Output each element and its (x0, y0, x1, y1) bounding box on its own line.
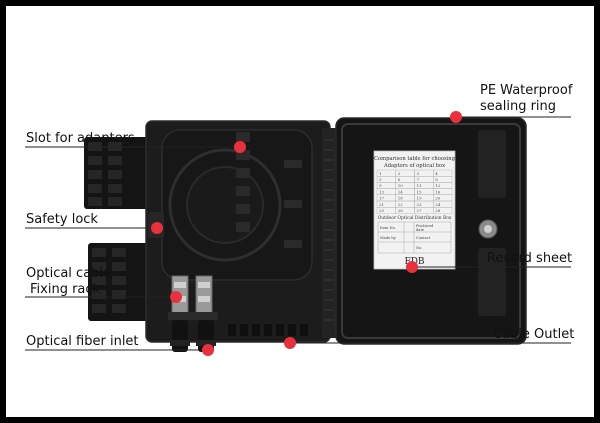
marker-fixing-rack (170, 291, 182, 303)
card-grid-number: 16 (435, 189, 441, 194)
card-grid-number: 19 (417, 196, 423, 201)
label-fixing-rack: Fixing rack (30, 282, 101, 297)
label-pe-waterproof: PE Waterproof (480, 83, 573, 98)
card-grid-number: 15 (417, 189, 423, 194)
card-grid-number: 13 (379, 189, 385, 194)
record-sheet-card: Comparison table for choosing Adaptors o… (373, 150, 456, 270)
callout-lines (25, 116, 571, 351)
label-cable-outlet: Cable Outlet (493, 327, 575, 342)
card-grid-cell (433, 207, 453, 214)
label-optical-cable: Optical cable (26, 266, 112, 281)
card-date: date (416, 228, 424, 232)
card-grid-number: 9 (379, 183, 382, 188)
card-item-no: Item No. (380, 226, 396, 230)
card-grid-number: 18 (398, 196, 404, 201)
card-grid-number: 24 (435, 202, 441, 207)
card-grid-number: 22 (398, 202, 404, 207)
card-grid-number: 11 (417, 183, 422, 188)
card-grid-number: 27 (417, 208, 423, 213)
card-grid-number: 21 (379, 202, 384, 207)
fiber-inlet-glands (170, 320, 216, 352)
callout-markers (151, 111, 462, 356)
card-no: No. (416, 246, 422, 250)
card-grid-number: 10 (398, 183, 404, 188)
label-slot-for-adapters: Slot for adapters (26, 131, 135, 146)
card-grid-number: 3 (417, 171, 420, 176)
card-title-line1: Comparison table for choosing (374, 156, 456, 162)
card-grid-number: 4 (435, 171, 438, 176)
label-record-sheet: Record sheet (487, 251, 573, 266)
marker-record-sheet (406, 261, 418, 273)
card-grid-number: 28 (435, 208, 441, 213)
marker-cable-outlet (284, 337, 296, 349)
label-optical-fiber-inlet: Optical fiber inlet (26, 334, 139, 349)
card-grid-number: 12 (435, 183, 441, 188)
label-sealing-ring: sealing ring (480, 99, 557, 114)
tray-adapter-slots (236, 132, 302, 248)
marker-safety-lock (151, 222, 163, 234)
card-grid-number: 25 (379, 208, 385, 213)
card-grid-number: 7 (417, 177, 420, 182)
card-grid-number: 23 (417, 202, 423, 207)
card-grid-number: 6 (398, 177, 401, 182)
card-box-title: Outdoor Optical Distribution Box (378, 216, 452, 221)
marker-sealing-ring (450, 111, 462, 123)
sealing-ring (341, 123, 521, 339)
card-grid-number: 17 (379, 196, 385, 201)
card-title-line2: Adaptors of optical box (383, 163, 445, 169)
enclosure-base (84, 120, 336, 352)
card-grid-number: 8 (435, 177, 438, 182)
label-safety-lock: Safety lock (26, 212, 98, 227)
card-produced: Produced (416, 224, 434, 228)
marker-fiber-inlet (202, 344, 214, 356)
card-grid-number: 20 (435, 196, 441, 201)
cable-outlet-ports (228, 324, 308, 336)
card-grid-number: 1 (379, 171, 382, 176)
card-grid-number: 14 (398, 189, 404, 194)
card-grid-number: 2 (398, 171, 401, 176)
card-made-by: Made by (380, 236, 397, 240)
card-contact: Contact (416, 236, 431, 240)
card-grid-number: 5 (379, 177, 382, 182)
card-grid-number: 26 (398, 208, 404, 213)
marker-slot-adapters (234, 141, 246, 153)
